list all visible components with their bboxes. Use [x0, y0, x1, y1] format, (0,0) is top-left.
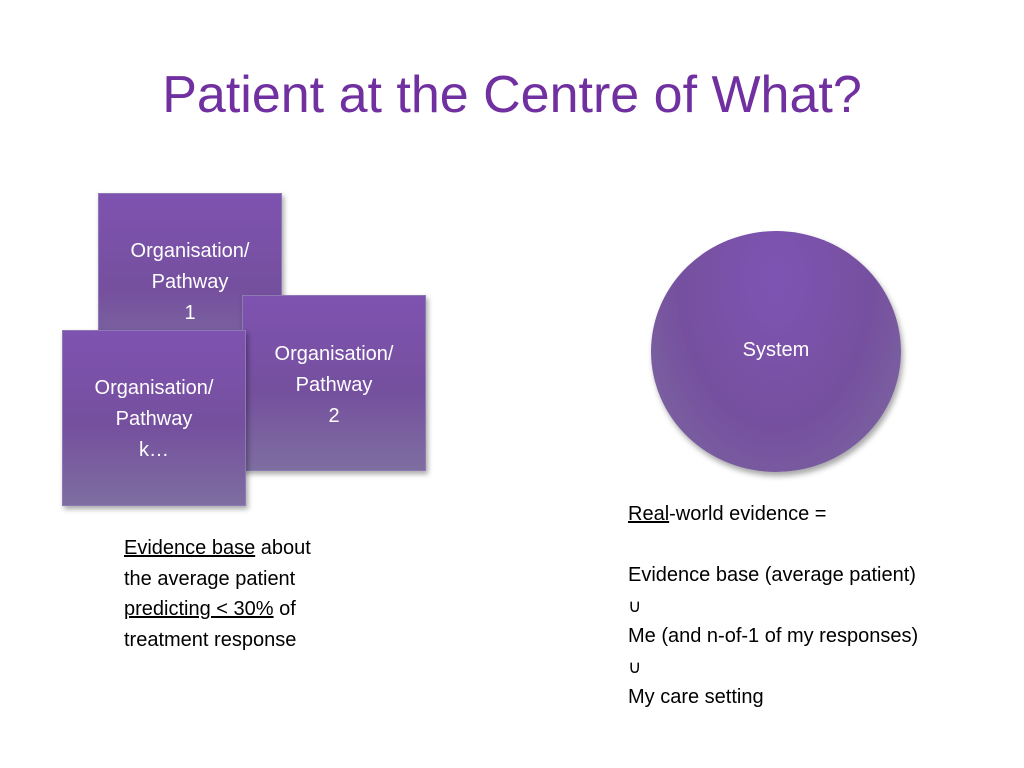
box-label-line: Pathway	[151, 271, 229, 293]
box-label-line: 2	[328, 405, 340, 427]
text-line: predicting < 30% of	[124, 594, 354, 625]
box-label-line: Organisation/	[130, 240, 250, 262]
box-label-line: 1	[184, 302, 196, 324]
organisation-pathway-2-box: Organisation/ Pathway 2	[242, 295, 426, 471]
evidence-base-text: Evidence base about the average patient …	[124, 533, 354, 655]
text-line: My care setting	[628, 686, 764, 708]
text-line: Evidence base (average patient)	[628, 564, 916, 586]
real-world-evidence-text: Real-world evidence = Evidence base (ave…	[628, 499, 1008, 713]
box-label-line: Organisation/	[94, 377, 214, 399]
text-line: Evidence base about	[124, 533, 354, 564]
box-label-line: Pathway	[295, 374, 373, 396]
union-symbol: ∪	[628, 595, 642, 616]
union-symbol: ∪	[628, 656, 642, 677]
underlined-term: Evidence base	[124, 537, 256, 559]
box-label-line: Organisation/	[274, 343, 394, 365]
text-fragment: of	[273, 598, 296, 620]
system-circle: System	[651, 231, 901, 472]
blank-line	[628, 530, 1008, 561]
text-line: Real-world evidence =	[628, 499, 1008, 530]
underlined-term: Real	[628, 503, 670, 525]
box-label-line: Pathway	[115, 408, 193, 430]
slide-title: Patient at the Centre of What?	[162, 66, 862, 124]
text-line: treatment response	[124, 628, 297, 651]
text-line: Me (and n-of-1 of my responses)	[628, 625, 919, 647]
box-label-line: k…	[139, 439, 169, 461]
text-fragment: -world evidence =	[669, 503, 827, 525]
system-label: System	[742, 339, 810, 361]
organisation-pathway-k-box: Organisation/ Pathway k…	[62, 330, 246, 506]
text-line: the average patient	[124, 567, 296, 590]
underlined-term: predicting < 30%	[124, 598, 274, 620]
text-fragment: about	[255, 537, 311, 559]
